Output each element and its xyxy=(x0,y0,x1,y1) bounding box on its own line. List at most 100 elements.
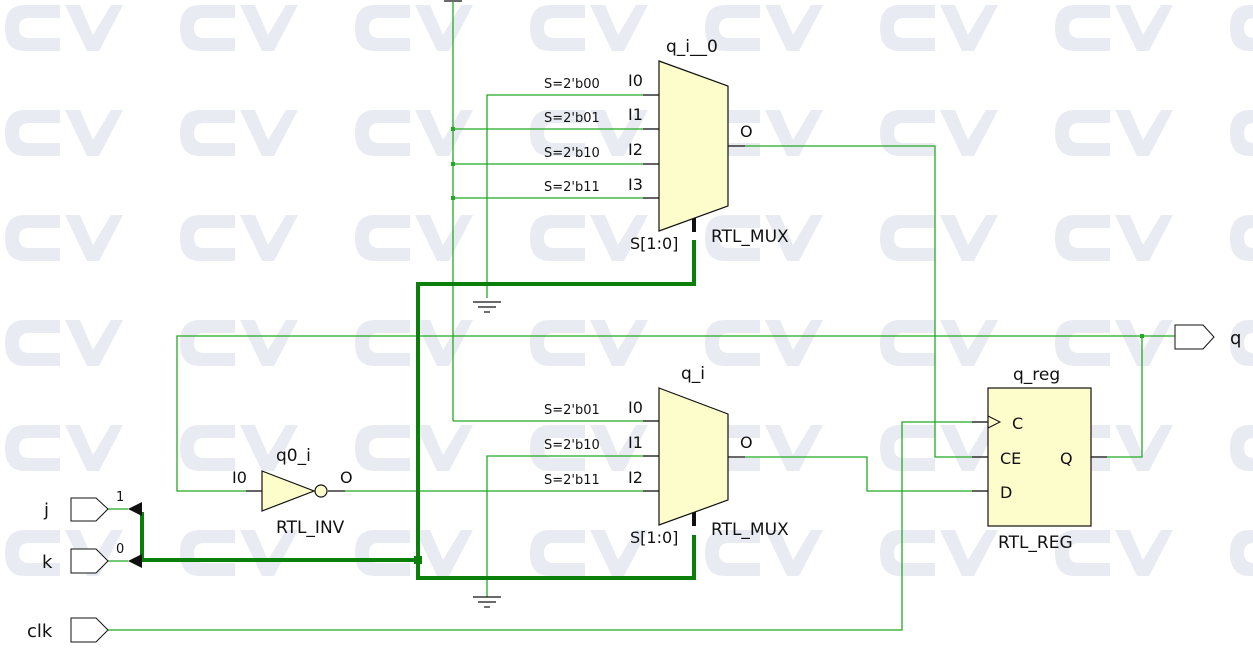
net-q-feedback[interactable] xyxy=(176,335,1175,492)
select-label: S=2'b10 xyxy=(544,438,600,453)
inverter-body[interactable] xyxy=(261,470,316,512)
bus-bottom-select[interactable] xyxy=(416,535,696,580)
pin-label: I0 xyxy=(232,468,247,487)
watermark-tile xyxy=(1055,320,1173,366)
mux-body[interactable] xyxy=(658,387,729,526)
watermark-tile xyxy=(1230,215,1253,261)
watermark-tile xyxy=(355,530,473,576)
mux-body[interactable] xyxy=(658,60,729,232)
ground-symbol xyxy=(473,301,501,313)
port-label: j xyxy=(43,500,49,521)
net-top-i0[interactable] xyxy=(486,94,643,298)
pin-label: I3 xyxy=(628,175,643,194)
watermark-tile xyxy=(5,110,123,156)
output-port-q[interactable]: q xyxy=(1174,324,1241,350)
pin-label: I1 xyxy=(628,105,643,124)
clock-triangle-icon xyxy=(987,415,1002,429)
watermark-tile xyxy=(180,425,298,471)
watermark-tile xyxy=(5,320,123,366)
watermark-tile xyxy=(1230,425,1253,471)
select-label: S=2'b11 xyxy=(544,180,600,195)
select-pin-label: S[1:0] xyxy=(630,234,678,253)
nets xyxy=(108,0,1175,631)
watermark-tile xyxy=(705,530,823,576)
watermark-tile xyxy=(530,320,648,366)
pin-label-output: O xyxy=(340,468,353,487)
pin-label: I1 xyxy=(628,433,643,452)
mux-q_i__0[interactable]: q_i__0 S=2'b00 S=2'b01 S=2'b10 S=2'b11 I… xyxy=(544,37,789,253)
register-q_reg[interactable]: q_reg C CE D Q RTL_REG xyxy=(972,365,1107,553)
watermark-tile xyxy=(180,320,298,366)
net-q[interactable] xyxy=(1107,336,1143,458)
watermark-tile xyxy=(5,5,123,51)
watermark-tile xyxy=(530,5,648,51)
junction-dot xyxy=(451,196,455,200)
pin-label: I2 xyxy=(628,468,643,487)
input-port-clk[interactable]: clk xyxy=(27,617,109,643)
select-label: S=2'b00 xyxy=(544,77,600,92)
instance-name: q0_i xyxy=(276,446,311,466)
pin-label-c: C xyxy=(1012,414,1023,433)
watermark-tile xyxy=(355,320,473,366)
cell-type: RTL_REG xyxy=(998,533,1073,553)
bus-ripper-arrow xyxy=(128,554,142,568)
watermark-tile xyxy=(5,530,123,576)
watermark-tile xyxy=(5,425,123,471)
register-body[interactable] xyxy=(987,387,1092,527)
watermark-tile xyxy=(530,215,648,261)
pin-label-output: O xyxy=(740,433,753,452)
net-top-mux-out[interactable] xyxy=(745,145,972,458)
watermark-tile xyxy=(355,110,473,156)
mux-q_i[interactable]: q_i S=2'b01 S=2'b10 S=2'b11 I0 I1 I2 O S… xyxy=(544,364,789,547)
port-shape[interactable] xyxy=(70,548,109,574)
bus-junction xyxy=(414,556,422,564)
instance-name: q_i__0 xyxy=(666,37,718,57)
watermark-tile xyxy=(180,5,298,51)
cell-type: RTL_INV xyxy=(276,518,345,538)
bus-top-select[interactable] xyxy=(416,240,696,560)
watermark-tile xyxy=(880,530,998,576)
bit-label-k: 0 xyxy=(116,542,124,557)
watermark-tile xyxy=(180,110,298,156)
input-port-j[interactable]: j xyxy=(43,497,109,522)
watermark-tile xyxy=(1055,530,1173,576)
watermark-tile xyxy=(5,215,123,261)
inverter-bubble xyxy=(314,484,328,498)
port-shape[interactable] xyxy=(70,497,109,522)
select-label: S=2'b01 xyxy=(544,403,600,418)
net-bot-i1[interactable] xyxy=(486,455,643,597)
pin-label-q: Q xyxy=(1060,449,1073,468)
net-clk[interactable] xyxy=(108,421,972,631)
watermark-tile xyxy=(355,215,473,261)
watermark-tile xyxy=(355,5,473,51)
pin-label-d: D xyxy=(1000,483,1012,502)
watermark-tile xyxy=(180,530,298,576)
select-bus[interactable]: 1 0 xyxy=(116,240,696,580)
watermark-tile xyxy=(705,320,823,366)
watermark-tile xyxy=(1055,215,1173,261)
watermark-tile xyxy=(530,110,648,156)
watermark-tile xyxy=(705,5,823,51)
inverter-q0_i[interactable]: q0_i I0 O RTL_INV xyxy=(232,446,353,538)
ground-symbol xyxy=(473,596,501,608)
watermark-tile xyxy=(705,215,823,261)
port-label: q xyxy=(1230,328,1241,349)
junction-dot xyxy=(1140,334,1144,338)
select-label: S=2'b01 xyxy=(544,111,600,126)
junction-dot xyxy=(451,162,455,166)
watermark-tile xyxy=(180,215,298,261)
watermark-tile xyxy=(880,110,998,156)
port-shape[interactable] xyxy=(1174,324,1215,350)
pin-label-ce: CE xyxy=(1000,449,1021,468)
watermark-tile xyxy=(880,320,998,366)
port-shape[interactable] xyxy=(70,617,109,643)
watermark-tile xyxy=(355,425,473,471)
net-bot-mux-out[interactable] xyxy=(745,456,972,492)
select-label: S=2'b11 xyxy=(544,473,600,488)
port-label: k xyxy=(42,552,53,573)
input-port-k[interactable]: k xyxy=(42,548,109,574)
bus-ripper-arrow xyxy=(128,502,142,516)
bit-label-j: 1 xyxy=(116,490,124,505)
watermark-tile xyxy=(1230,320,1253,366)
